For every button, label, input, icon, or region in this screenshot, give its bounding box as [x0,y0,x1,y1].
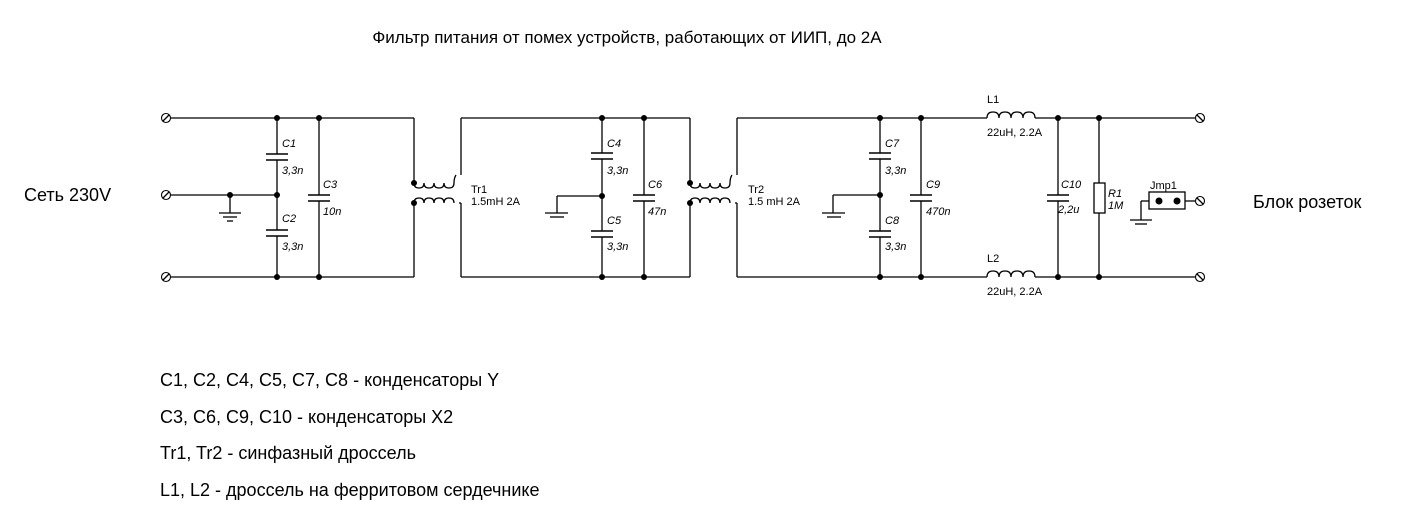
tr1-value: 1.5mH 2A [471,196,521,208]
component-notes: C1, C2, C4, C5, C7, C8 - конденсаторы Y … [160,362,540,508]
diagram-title: Фильтр питания от помех устройств, работ… [372,28,882,47]
tr1-name: Tr1 [471,184,487,196]
capacitor-c2 [266,229,288,237]
c4-value: 3,3n [607,165,628,177]
l2-name: L2 [987,253,999,265]
r1-value: 1M [1108,200,1124,212]
c2-name: C2 [282,213,296,225]
capacitor-c7 [869,152,891,160]
capacitor-c9 [910,194,932,202]
ground-icon [822,212,845,218]
c3-value: 10n [323,206,341,218]
input-section: C1 3,3n C2 3,3n C3 10n [160,112,415,283]
jmp1-name: Jmp1 [1150,180,1177,192]
output-section: C10 2,2u R1 1M Jmp1 [1035,112,1206,283]
l1-name: L1 [987,94,999,106]
c1-name: C1 [282,138,296,150]
c1-value: 3,3n [282,165,303,177]
ground-icon [1130,219,1152,225]
capacitor-c1 [266,153,288,161]
ground-icon [219,212,241,222]
c5-value: 3,3n [607,241,628,253]
capacitor-c10 [1047,194,1069,202]
tr2-name: Tr2 [748,184,764,196]
ground-icon [545,212,568,218]
note-line: C1, C2, C4, C5, C7, C8 - конденсаторы Y [160,370,500,390]
c8-value: 3,3n [885,241,906,253]
capacitor-c8 [869,230,891,238]
c2-value: 3,3n [282,241,303,253]
c6-name: C6 [648,179,663,191]
c9-value: 470n [926,206,950,218]
l2-value: 22uH, 2.2A [987,286,1043,298]
capacitor-c3 [308,194,330,202]
c4-name: C4 [607,138,621,150]
note-line: C3, C6, C9, C10 - конденсаторы X2 [160,406,454,427]
l1-value: 22uH, 2.2A [987,127,1043,139]
c7-name: C7 [885,138,900,150]
c5-name: C5 [607,215,622,227]
middle-section-1: C4 3,3n C5 3,3n C6 47n [461,115,691,280]
c8-name: C8 [885,215,900,227]
inductor-l1: L1 22uH, 2.2A [986,94,1043,139]
input-label: Сеть 230V [24,185,111,205]
tr2-value: 1.5 mH 2A [748,196,801,208]
r1-name: R1 [1108,188,1122,200]
c10-value: 2,2u [1057,204,1079,216]
c6-value: 47n [648,206,666,218]
common-mode-choke-tr2: Tr2 1.5 mH 2A [687,118,801,277]
c3-name: C3 [323,179,338,191]
c9-name: C9 [926,179,940,191]
capacitor-c6 [633,194,655,202]
c7-value: 3,3n [885,165,906,177]
output-label: Блок розеток [1253,192,1362,212]
note-line: Tr1, Tr2 - синфазный дроссель [160,443,416,463]
note-line: L1, L2 - дроссель на ферритовом сердечни… [160,479,540,500]
inductor-l2: L2 22uH, 2.2A [986,253,1043,298]
capacitor-c5 [591,230,613,238]
common-mode-choke-tr1: Tr1 1.5mH 2A [411,118,521,277]
capacitor-c4 [591,152,613,160]
middle-section-2: C7 3,3n C8 3,3n C9 470n [737,115,987,280]
c10-name: C10 [1061,179,1082,191]
resistor-r1 [1093,182,1106,214]
